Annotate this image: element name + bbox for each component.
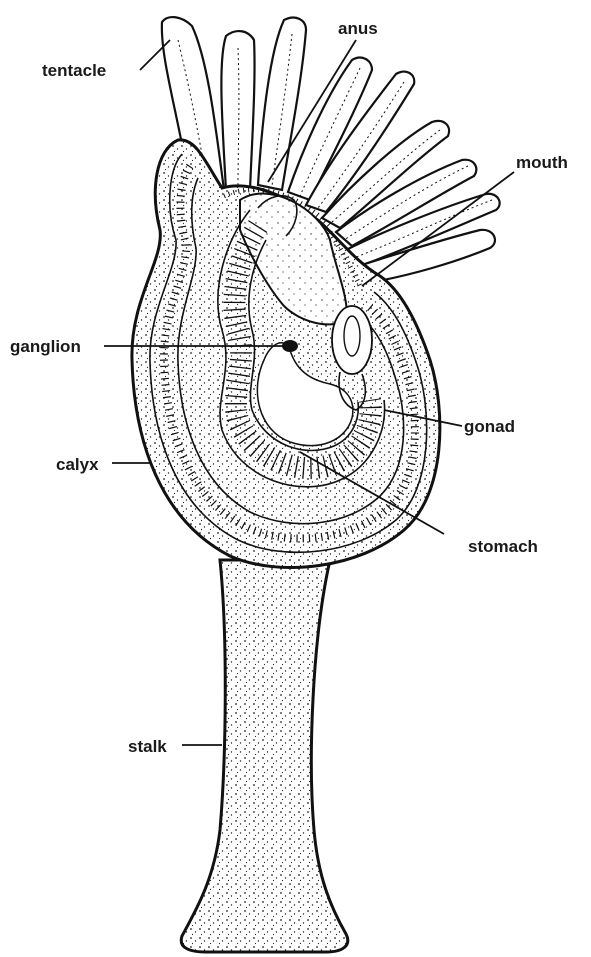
label-gonad: gonad [464,417,515,436]
label-tentacle: tentacle [42,61,106,80]
label-ganglion: ganglion [10,337,81,356]
stalk-shape [181,560,348,952]
label-mouth: mouth [516,153,568,172]
label-anus: anus [338,19,378,38]
label-stalk: stalk [128,737,167,756]
label-stomach: stomach [468,537,538,556]
label-calyx: calyx [56,455,99,474]
